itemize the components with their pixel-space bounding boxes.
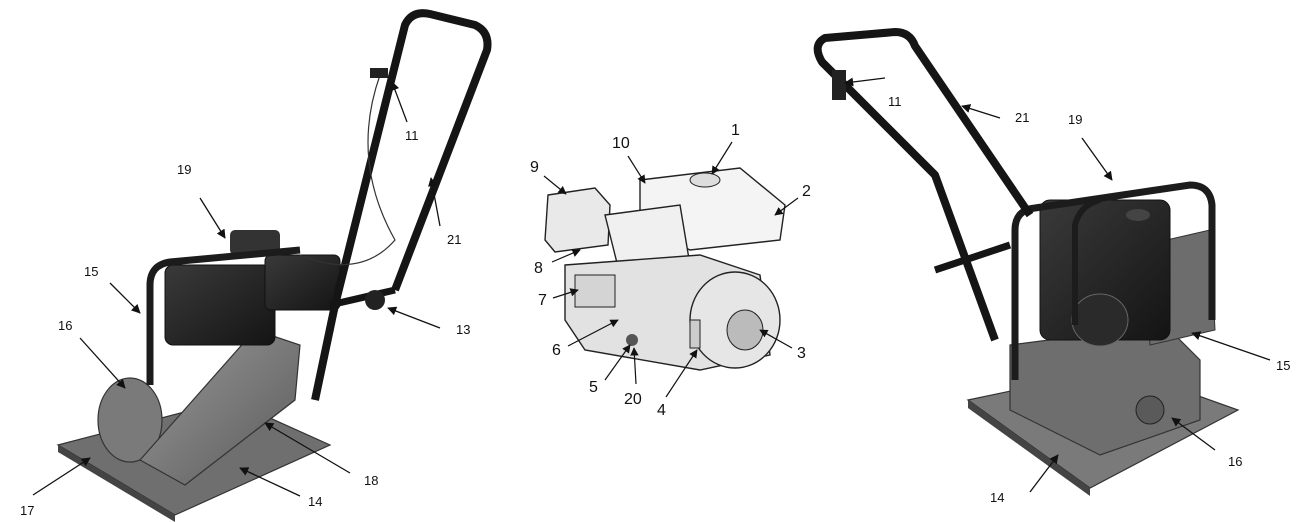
frame-bar	[1011, 181, 1216, 380]
right-leaders	[844, 77, 1271, 493]
throttle-lever	[370, 68, 388, 78]
leader-13	[387, 306, 441, 329]
leader-6	[567, 319, 619, 347]
handle-crossbar	[329, 286, 396, 309]
handle	[311, 9, 492, 401]
drain-plug	[626, 334, 638, 346]
callout-11: 11	[405, 128, 419, 143]
callout-8: 8	[534, 260, 543, 277]
callout-5: 5	[589, 379, 598, 396]
callout-3: 3	[797, 345, 806, 362]
leader-10	[627, 155, 646, 184]
right-compactor-illustration	[813, 28, 1240, 496]
left-compactor-illustration	[56, 9, 492, 522]
callout-15: 15	[84, 264, 98, 279]
callout-21: 21	[447, 232, 461, 247]
callout-14: 14	[990, 490, 1004, 505]
leader-3	[759, 329, 793, 349]
leader-19	[199, 197, 226, 239]
callout-16: 16	[1228, 454, 1242, 469]
leader-9	[543, 175, 567, 195]
exciter-bolt	[1135, 395, 1165, 425]
leader-14	[1029, 454, 1059, 493]
leader-11	[390, 81, 408, 123]
callout-11: 11	[888, 94, 902, 109]
leader-18	[264, 422, 351, 474]
leader-16	[1171, 417, 1216, 451]
air-cleaner	[544, 187, 611, 253]
callout-17: 17	[20, 503, 34, 518]
leader-1	[711, 141, 733, 175]
leader-14	[239, 467, 301, 497]
leader-4	[665, 349, 698, 398]
frame-bar-front	[1072, 197, 1101, 325]
leader-5	[604, 344, 631, 381]
callout-2: 2	[802, 183, 811, 200]
throttle-lever	[832, 70, 846, 100]
leader-8	[551, 249, 581, 263]
callout-19: 19	[177, 162, 191, 177]
callout-16: 16	[58, 318, 72, 333]
engine-illustration	[544, 167, 786, 371]
callout-6: 6	[552, 342, 561, 359]
leader-15	[109, 282, 141, 314]
leader-15	[1191, 331, 1271, 361]
callout-4: 4	[657, 402, 666, 419]
starter-hub	[726, 309, 764, 351]
belt-guard	[139, 329, 301, 486]
callout-13: 13	[456, 322, 470, 337]
leader-20	[630, 347, 639, 385]
callout-21: 21	[1015, 110, 1029, 125]
left-callouts: 11 19 21 15 16 13 18 17 14	[20, 128, 470, 518]
frame-bar	[146, 246, 301, 385]
handle	[813, 28, 1034, 342]
leader-16	[79, 337, 126, 389]
handle-crossbar	[933, 241, 1012, 274]
leader-11	[844, 77, 886, 87]
leader-19	[1081, 137, 1113, 181]
base-plate-edge	[968, 400, 1090, 496]
callout-14: 14	[308, 494, 322, 509]
starter-grip	[689, 319, 701, 349]
leader-17	[32, 457, 91, 496]
carburetor	[574, 274, 616, 308]
callout-9: 9	[530, 159, 539, 176]
leader-21	[428, 177, 441, 227]
engine-block	[164, 264, 276, 346]
callout-20: 20	[624, 391, 642, 408]
fuel-cap	[1126, 209, 1150, 221]
air-filter	[230, 230, 280, 255]
callout-1: 1	[731, 122, 740, 139]
leader-2	[774, 197, 799, 216]
exciter-housing	[97, 377, 163, 463]
left-leaders	[32, 81, 441, 497]
recoil-starter	[1071, 293, 1129, 347]
callout-15: 15	[1276, 358, 1290, 373]
handle-mount	[365, 290, 385, 310]
leader-21	[961, 104, 1001, 119]
callout-10: 10	[612, 135, 630, 152]
callout-19: 19	[1068, 112, 1082, 127]
leader-7	[552, 288, 579, 299]
fuel-cap	[689, 172, 721, 188]
right-callouts: 11 21 19 15 16 14	[888, 94, 1290, 505]
throttle-cable	[299, 74, 396, 266]
engine-callouts: 1 10 9 2 8 7 6 3 5 20 4	[530, 122, 811, 419]
engine-leaders	[543, 141, 799, 398]
callout-18: 18	[364, 473, 378, 488]
callout-7: 7	[538, 292, 547, 309]
